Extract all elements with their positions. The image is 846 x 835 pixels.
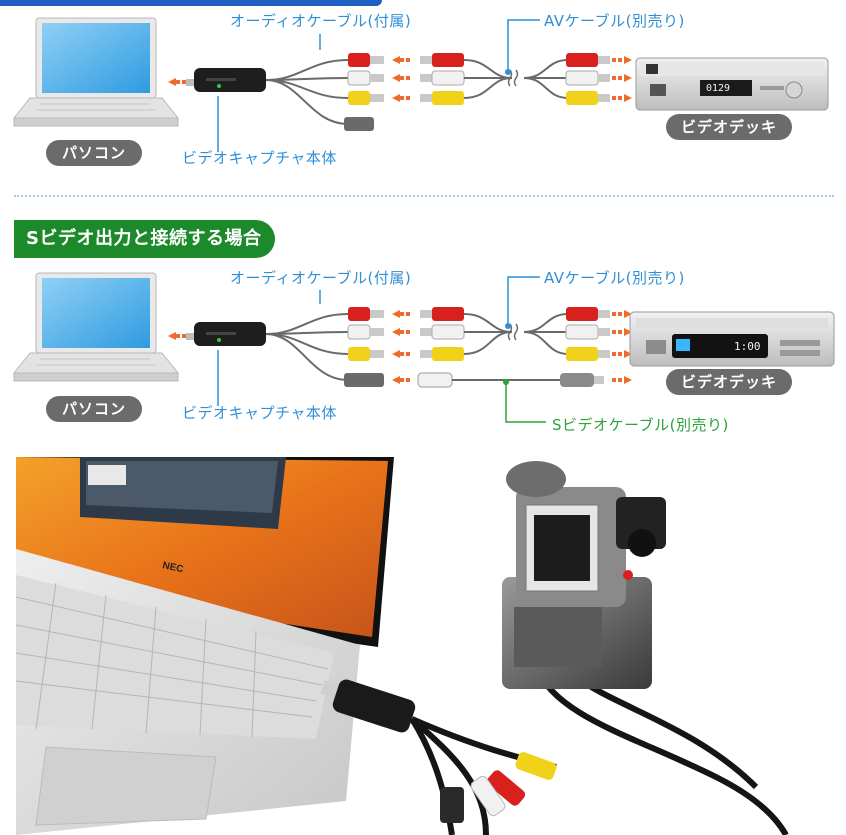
signal-arrows-2 — [612, 56, 632, 102]
pc-label: パソコン — [46, 396, 142, 422]
product-photo: NEC — [16, 457, 836, 835]
cable-break-icon — [507, 323, 519, 341]
connection-diagram — [12, 17, 835, 423]
av-cable-plugs-middle — [420, 307, 465, 361]
capture-device-label: ビデオキャプチャ本体 — [182, 149, 337, 167]
deck-label: ビデオデッキ — [666, 369, 792, 395]
capture-device-label: ビデオキャプチャ本体 — [182, 404, 337, 422]
signal-arrows-2 — [612, 310, 632, 384]
video-deck-icon — [635, 57, 829, 111]
video-deck-icon — [629, 311, 835, 367]
av-cable-label: AVケーブル(別売り) — [544, 12, 685, 30]
deck-display: 0129 — [706, 83, 731, 94]
deck-label: ビデオデッキ — [666, 114, 792, 140]
audio-cable-label: オーディオケーブル(付属) — [230, 12, 412, 30]
laptop-icon — [12, 272, 180, 382]
usb-arrow-icon — [168, 332, 186, 340]
signal-arrows-1 — [392, 56, 410, 102]
av-cable-lines — [463, 59, 569, 99]
camcorder-photo — [502, 461, 666, 689]
cable-break-icon — [507, 69, 519, 87]
av-cable-plugs-middle — [420, 53, 465, 105]
av-cable-plugs-right — [565, 307, 610, 361]
av-cable-label: AVケーブル(別売り) — [544, 269, 685, 287]
capture-device-icon — [186, 68, 266, 92]
rca-plugs-left — [344, 53, 384, 131]
capture-device-photo — [320, 679, 416, 733]
signal-arrows-1 — [392, 310, 410, 384]
audio-cables — [265, 313, 349, 381]
top-header-bar — [0, 0, 382, 6]
capture-device-icon — [186, 322, 266, 346]
usb-arrow-icon — [168, 78, 186, 86]
pc-label: パソコン — [46, 140, 142, 166]
svideo-cable-label: Sビデオケーブル(別売り) — [552, 416, 729, 434]
section-divider — [14, 195, 834, 197]
laptop-brand: NEC — [161, 560, 184, 575]
svideo-cable — [417, 372, 604, 388]
rca-plugs-photo — [440, 752, 557, 823]
audio-cable-label: オーディオケーブル(付属) — [230, 269, 412, 287]
section1-diagram — [12, 17, 829, 152]
av-cable-plugs-right — [565, 53, 610, 105]
section-title: Sビデオ出力と接続する場合 — [14, 220, 276, 258]
rca-plugs-left — [344, 307, 384, 387]
photo-illustration: NEC — [16, 457, 789, 835]
section2-diagram — [12, 272, 835, 423]
av-cable-lines — [463, 313, 569, 355]
deck-display: 1:00 — [734, 340, 761, 353]
laptop-icon — [12, 17, 180, 127]
audio-cables — [265, 59, 349, 125]
